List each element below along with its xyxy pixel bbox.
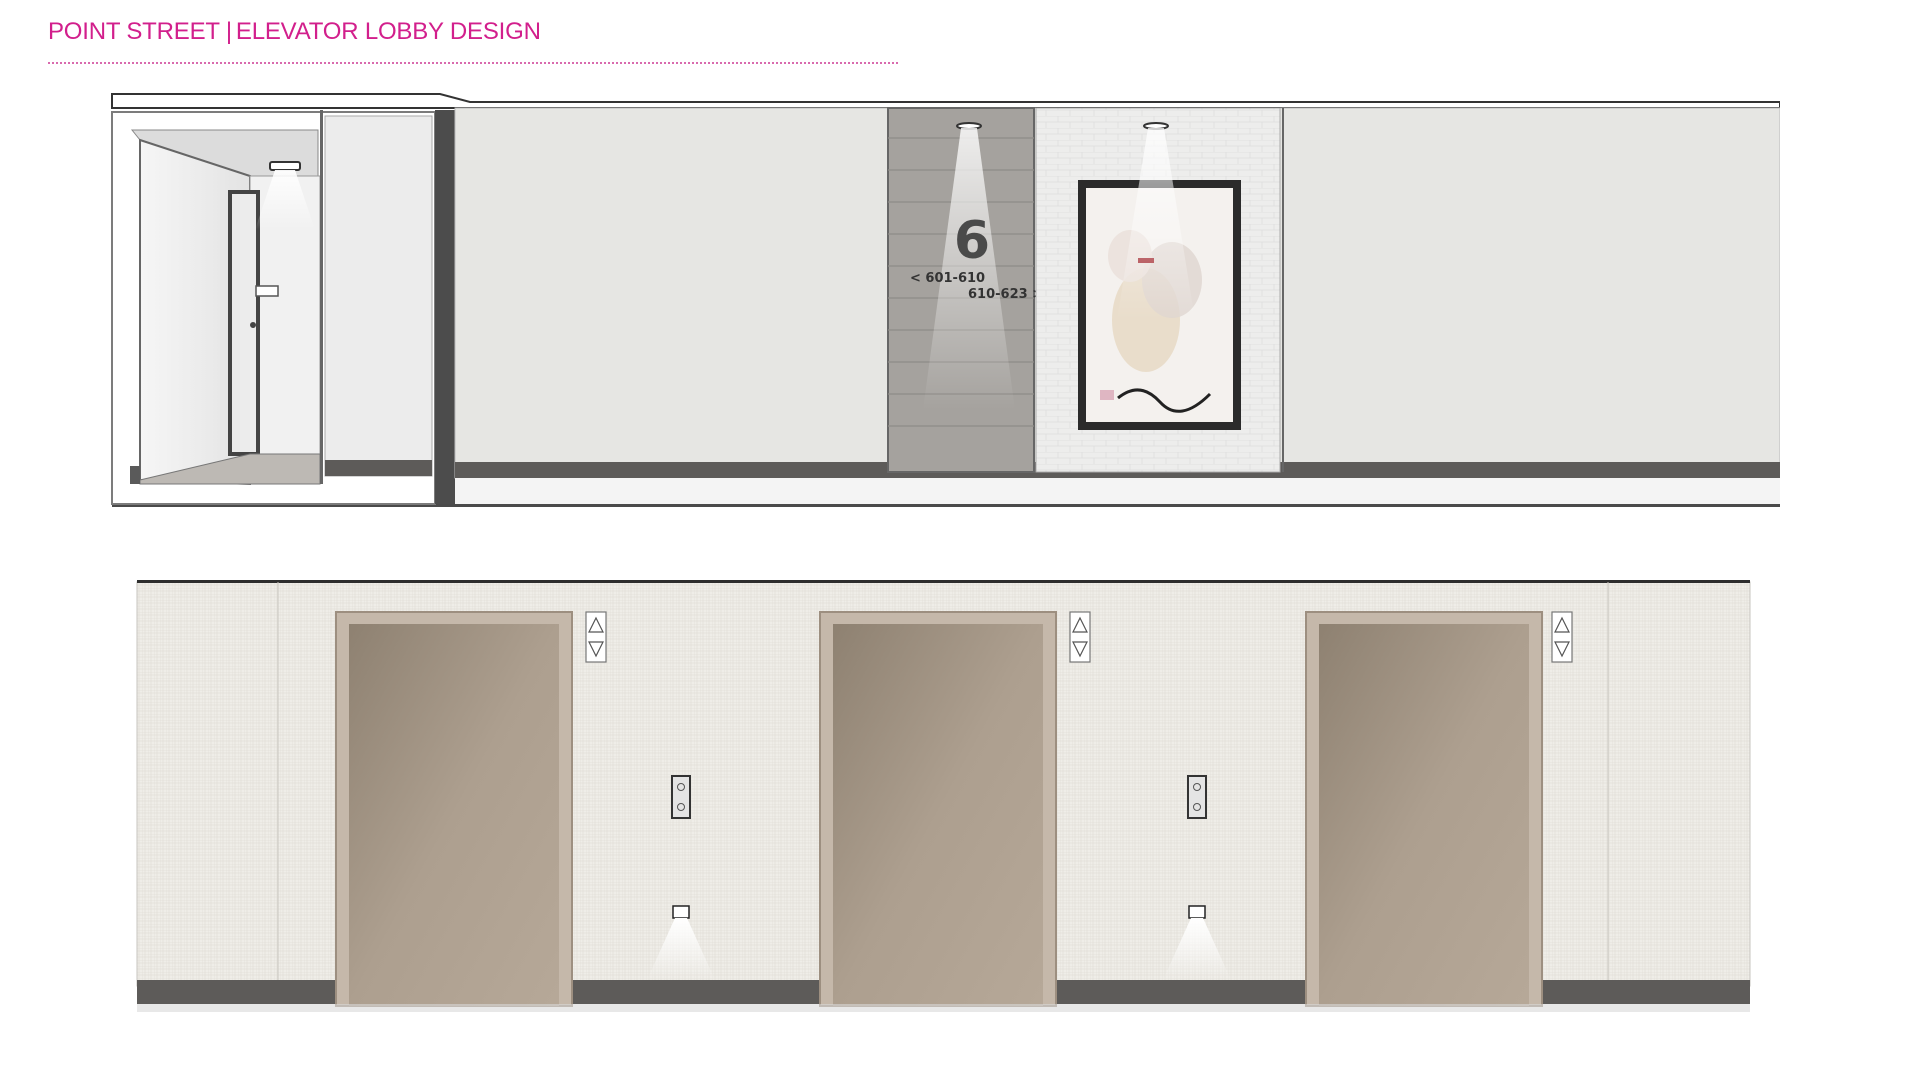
floor-shadow <box>137 1004 1750 1012</box>
wood-sign-panel: 6 < 601-610 610-623 > <box>887 107 1043 473</box>
ground-line <box>112 504 1780 507</box>
units-left-label: < 601-610 <box>910 271 985 286</box>
elevator-door-1[interactable] <box>335 611 573 1007</box>
units-right-label: 610-623 > <box>968 287 1043 302</box>
elevator-door-3[interactable] <box>1305 611 1543 1007</box>
side-room <box>111 110 455 505</box>
corridor-floor <box>455 478 1780 504</box>
down-arrow-icon <box>1554 641 1570 658</box>
door-knob <box>250 322 256 328</box>
elevator-lobby-elevation <box>136 580 1751 1012</box>
down-arrow-icon <box>588 641 604 658</box>
corner-pilaster <box>435 110 455 504</box>
step-light-1 <box>647 905 715 980</box>
corridor-elevation: 6 < 601-610 610-623 > <box>111 93 1780 507</box>
elevator-call-panel-1[interactable] <box>585 611 607 663</box>
project-name: POINT STREET <box>48 18 220 45</box>
elevator-call-panel-2[interactable] <box>1069 611 1091 663</box>
floor-number: 6 <box>954 211 990 271</box>
ceiling-soffit <box>111 93 1780 109</box>
brick-art-panel <box>1035 107 1281 473</box>
elevator-door-2[interactable] <box>819 611 1057 1007</box>
up-arrow-icon <box>1554 616 1570 633</box>
title-separator: | <box>225 18 232 45</box>
up-arrow-icon <box>1072 616 1088 633</box>
wall-switch-1[interactable] <box>671 775 691 819</box>
ceiling-light-fixture <box>269 161 301 171</box>
sheet-title: POINT STREET|ELEVATOR LOBBY DESIGN <box>48 18 541 46</box>
down-arrow-icon <box>1072 641 1088 658</box>
wall-switch-2[interactable] <box>1187 775 1207 819</box>
up-arrow-icon <box>588 616 604 633</box>
sheet-name: ELEVATOR LOBBY DESIGN <box>235 18 541 45</box>
step-light-2 <box>1163 905 1231 980</box>
elevator-call-panel-3[interactable] <box>1551 611 1573 663</box>
ceiling-line <box>137 580 1750 583</box>
title-dotted-rule <box>48 62 898 64</box>
door-keypad <box>255 285 279 297</box>
panel-seam <box>1282 108 1284 472</box>
